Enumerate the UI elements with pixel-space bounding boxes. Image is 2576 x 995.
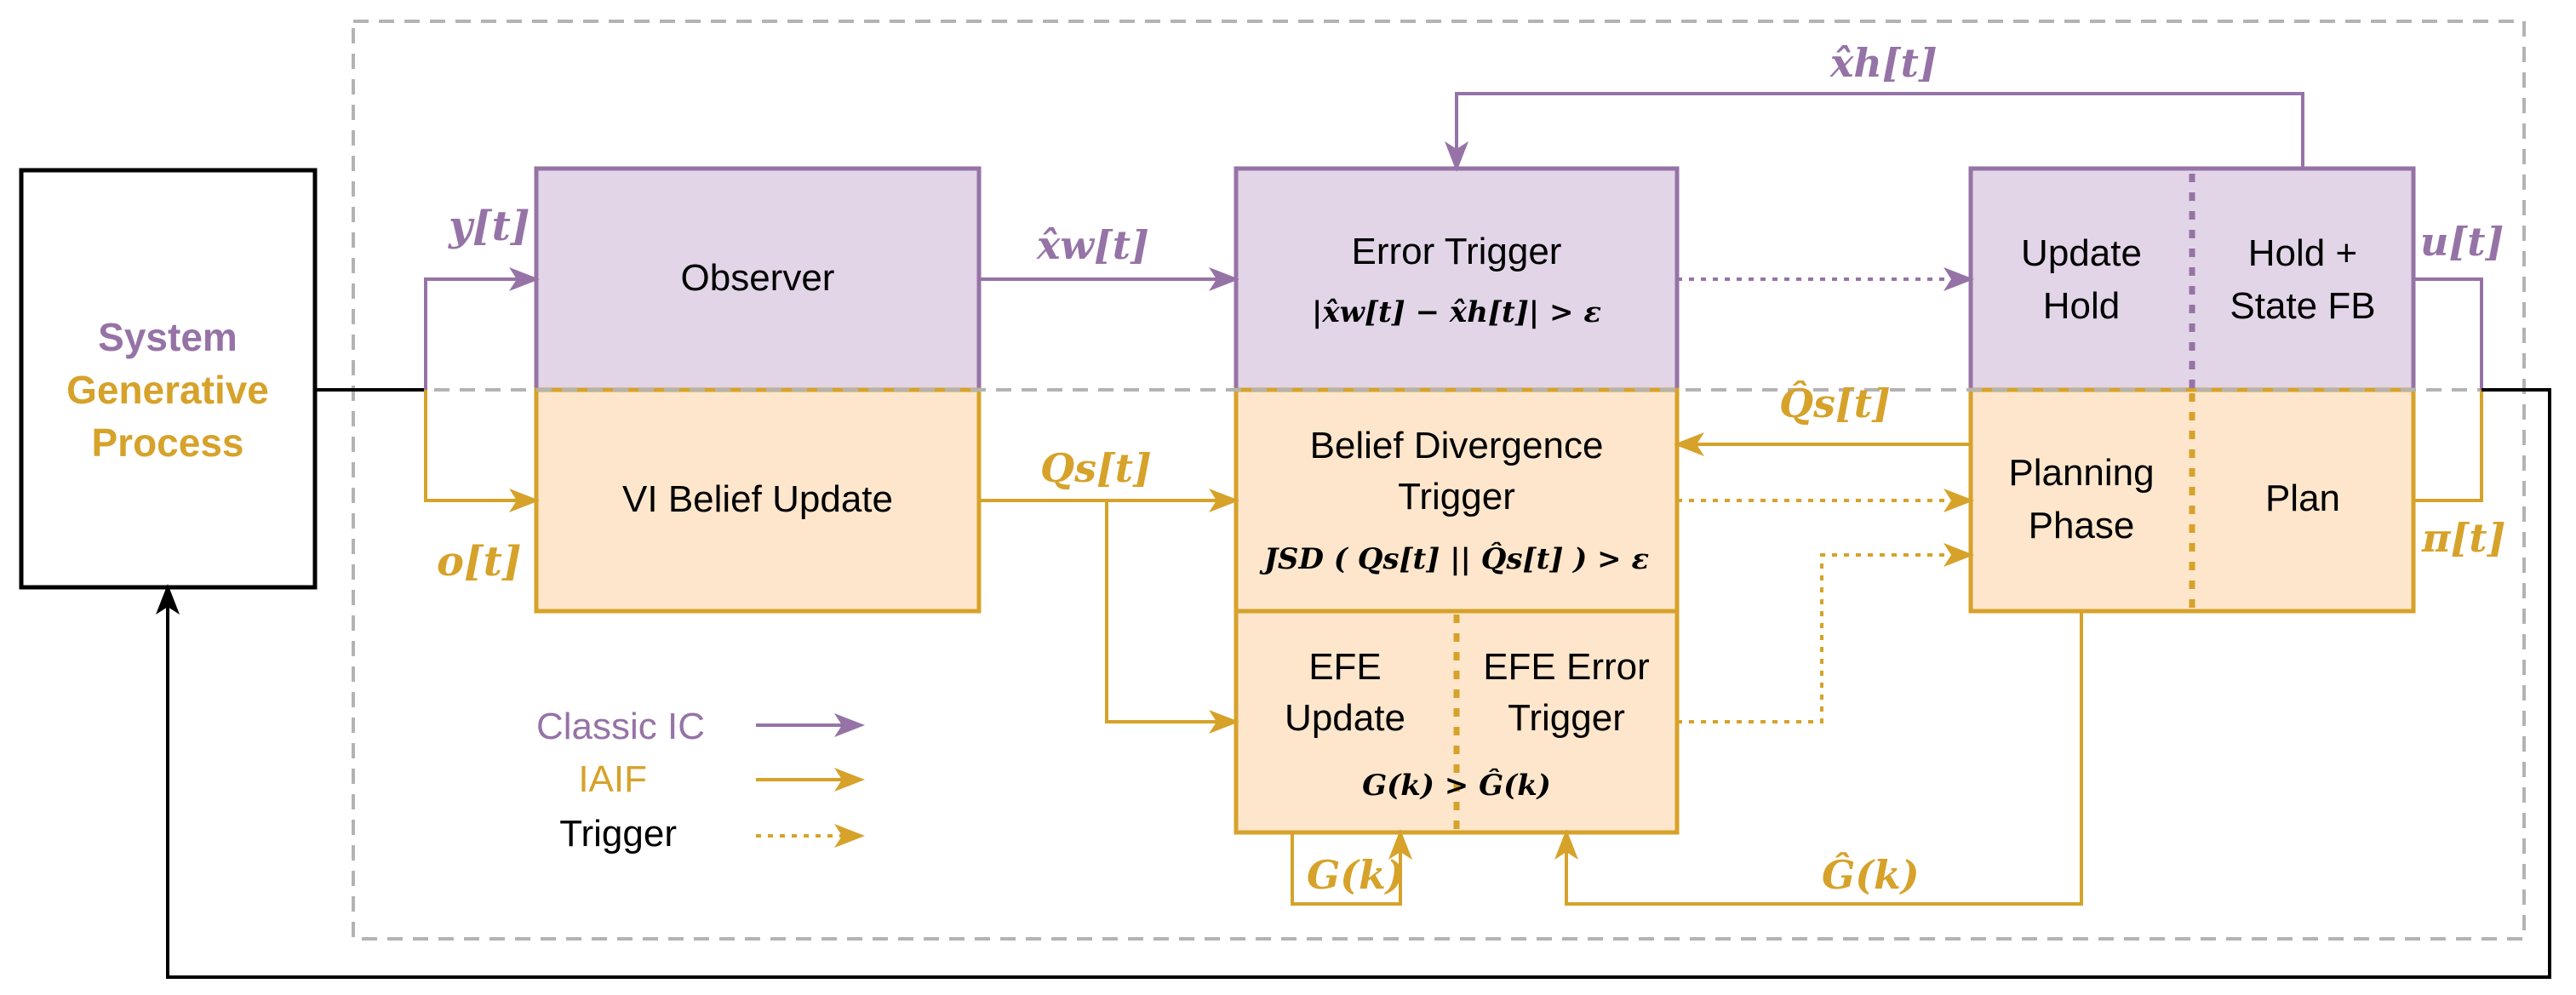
error-trigger-title: Error Trigger	[1352, 231, 1562, 272]
error-trigger-condition: |x̂w[t] − x̂h[t]| > ε	[1312, 295, 1601, 329]
efe-block	[1234, 609, 1680, 835]
controller-boundary	[352, 20, 2526, 941]
efe-error-trigger-line1: EFE Error	[1483, 646, 1650, 688]
belief-divergence-condition: JSD ( Qs[t] || Q̂s[t] ) > ε	[1259, 541, 1649, 576]
g-loop-arrow	[1291, 829, 1412, 906]
xh-arrow	[1445, 92, 2304, 172]
system-label-line1: System	[98, 315, 238, 359]
update-hold-line2: Hold	[2043, 285, 2121, 327]
observer-label: Observer	[681, 257, 835, 299]
qs-hat-label: Q̂s[t]	[1779, 380, 1891, 426]
qs-branch-arrow	[1105, 500, 1239, 734]
system-label-line3: Process	[91, 420, 243, 465]
update-hold-line1: Update	[2021, 232, 2142, 274]
u-line	[2413, 277, 2483, 390]
pi-line	[2413, 390, 2483, 502]
plan-label: Plan	[2265, 477, 2340, 519]
y-label: y[t]	[448, 203, 530, 250]
hold-state-fb-line1: Hold +	[2248, 232, 2357, 274]
efe-update-line2: Update	[1285, 697, 1405, 739]
o-label: o[t]	[437, 538, 522, 586]
update-hold-block	[1968, 166, 2416, 392]
efe-update-line1: EFE	[1308, 646, 1382, 688]
planning-phase-line2: Phase	[2029, 505, 2135, 546]
control-feedback-arrow	[156, 388, 2551, 979]
hold-state-fb-line2: State FB	[2230, 285, 2375, 327]
legend-trigger-label: Trigger	[559, 813, 677, 855]
legend-iaif-label: IAIF	[578, 758, 647, 800]
o-arrow	[424, 390, 540, 512]
system-label-line2: Generative	[66, 368, 269, 412]
g-hat-label: Ĝ(k)	[1822, 851, 1920, 898]
legend-classic-label: Classic IC	[536, 706, 705, 747]
system-box	[19, 168, 318, 590]
belief-divergence-line2: Trigger	[1398, 476, 1515, 518]
y-arrow	[424, 267, 540, 390]
g-hat-arrow	[1554, 611, 2083, 906]
xh-label: x̂h[t]	[1829, 40, 1938, 86]
efe-error-trigger-line2: Trigger	[1508, 697, 1625, 739]
efe-trigger-dotted-arrow	[1677, 543, 1974, 723]
u-label: u[t]	[2420, 219, 2504, 265]
g-label: G(k)	[1307, 852, 1405, 898]
belief-divergence-line1: Belief Divergence	[1310, 425, 1604, 466]
xw-label: x̂w[t]	[1036, 222, 1149, 268]
planning-block	[1968, 387, 2416, 614]
vi-belief-update-label: VI Belief Update	[622, 478, 893, 520]
pi-label: π[t]	[2421, 515, 2505, 561]
error-trigger-block	[1234, 166, 1680, 392]
observer-block	[534, 166, 982, 392]
efe-condition: G(k) > Ĝ(k)	[1362, 768, 1551, 803]
planning-phase-line1: Planning	[2008, 452, 2154, 494]
qs-label: Qs[t]	[1040, 445, 1152, 491]
